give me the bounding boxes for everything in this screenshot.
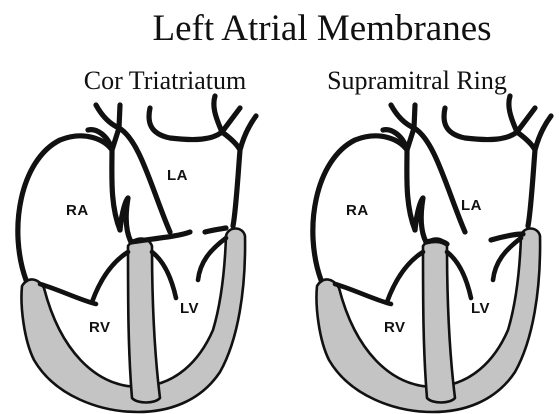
atrial-septum (120, 198, 131, 242)
panel-supramitral-ring: Supramitral Ring RA LA RV LV (313, 66, 551, 412)
supramitral-ring (426, 234, 523, 244)
mitral-valve (152, 238, 226, 298)
left-atrium-wall (149, 96, 256, 226)
tricuspid-valve (335, 252, 423, 304)
interventricular-septum (423, 239, 455, 403)
great-artery (383, 105, 465, 232)
panel-subtitle: Cor Triatriatum (84, 66, 247, 95)
mitral-valve (447, 238, 521, 298)
label-la: LA (461, 197, 482, 214)
label-la: LA (167, 167, 188, 184)
label-lv: LV (180, 300, 199, 317)
tricuspid-valve (40, 252, 128, 304)
great-artery (88, 105, 170, 232)
label-lv: LV (471, 300, 490, 317)
label-rv: RV (384, 319, 406, 336)
cor-triatriatum-membrane (131, 228, 226, 242)
interventricular-septum (128, 239, 160, 403)
label-rv: RV (89, 319, 111, 336)
label-ra: RA (66, 202, 89, 219)
panel-subtitle: Supramitral Ring (327, 66, 507, 95)
figure-title: Left Atrial Membranes (152, 8, 491, 49)
panel-cor-triatriatum: Cor Triatriatum RA LA RV LV (18, 66, 256, 412)
atrial-septum (415, 198, 426, 242)
label-ra: RA (346, 202, 369, 219)
